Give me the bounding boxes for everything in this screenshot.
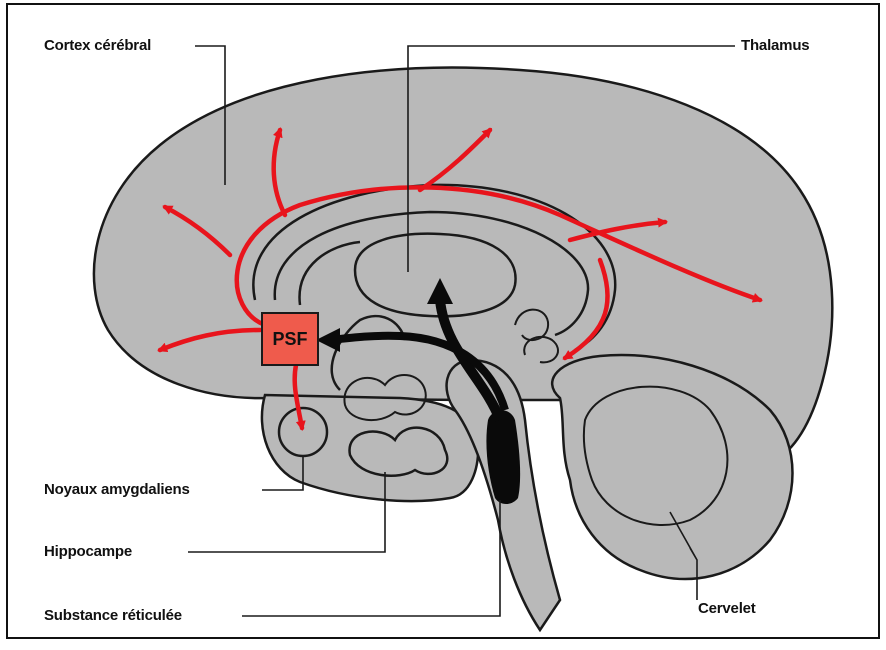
reticular-leader-line [242, 500, 500, 616]
cortex-label: Cortex cérébral [44, 37, 151, 54]
thalamus-label: Thalamus [741, 37, 809, 54]
psf-label: PSF [262, 313, 318, 365]
hippocampus-label: Hippocampe [44, 543, 132, 560]
cerebellum-label: Cervelet [698, 600, 756, 617]
amygdala-label: Noyaux amygdaliens [44, 481, 190, 498]
reticular-label: Substance réticulée [44, 607, 182, 624]
